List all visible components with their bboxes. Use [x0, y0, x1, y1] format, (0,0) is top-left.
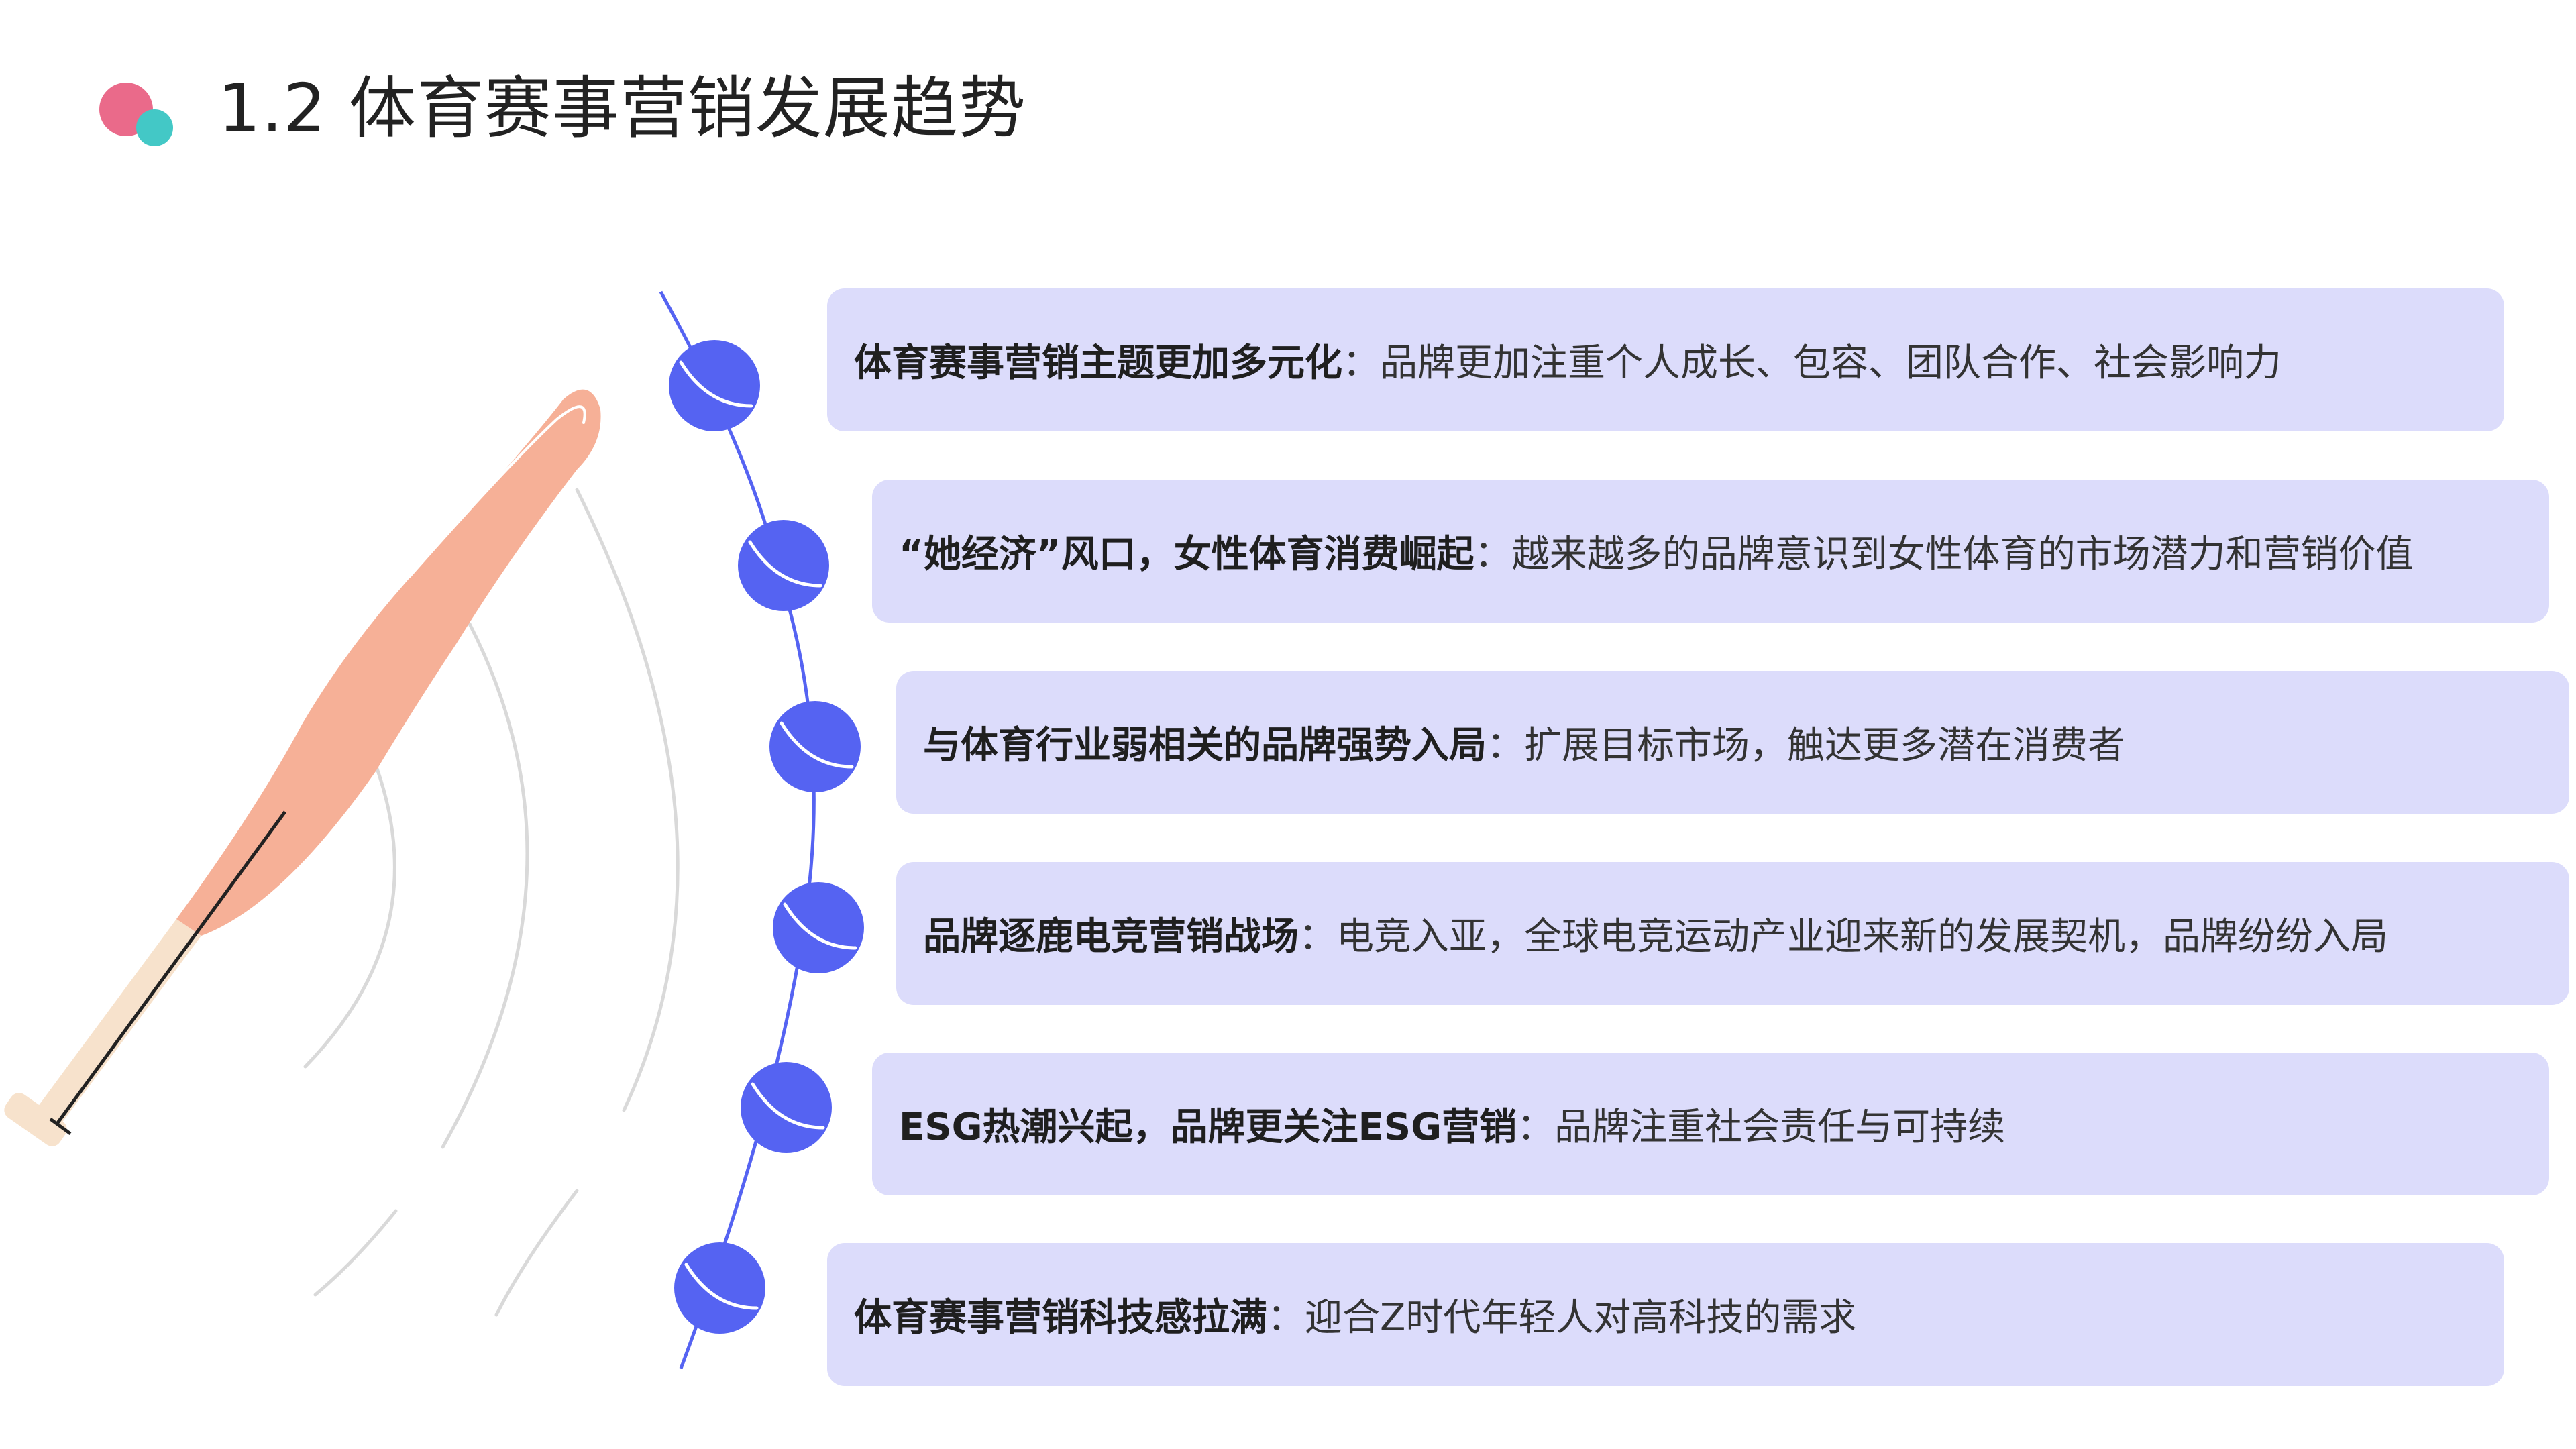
- trend-card: 体育赛事营销主题更加多元化：品牌更加注重个人成长、包容、团队合作、社会影响力: [827, 288, 2504, 431]
- bat-barrel: [176, 389, 601, 936]
- trend-card: 体育赛事营销科技感拉满 ：迎合Z时代年轻人对高科技的需求: [827, 1243, 2504, 1386]
- ball-icon: [669, 340, 760, 431]
- trend-heading: ESG热潮兴起，品牌更关注ESG营销: [899, 1106, 1517, 1149]
- trend-separator: ：: [1474, 533, 1512, 576]
- trend-description: 扩展目标市场，触达更多潜在消费者: [1524, 724, 2125, 767]
- trend-heading: 与体育行业弱相关的品牌强势入局: [923, 724, 1487, 767]
- swing-arc: [313, 1209, 398, 1297]
- bat-tick: [49, 1117, 72, 1136]
- trend-heading: 体育赛事营销主题更加多元化: [854, 341, 1342, 385]
- ball-icon: [674, 1242, 765, 1334]
- baseball-bat-icon: [4, 389, 601, 1146]
- trend-heading: 体育赛事营销科技感拉满: [854, 1296, 1267, 1340]
- swing-arcs: [303, 488, 680, 1317]
- trend-separator: ：: [1517, 1106, 1555, 1149]
- trend-separator: ：: [1342, 341, 1380, 385]
- trend-card: 与体育行业弱相关的品牌强势入局：扩展目标市场，触达更多潜在消费者: [896, 671, 2569, 814]
- ball-icon: [738, 520, 829, 611]
- swing-arc: [441, 622, 529, 1149]
- page-title: 1.2 体育赛事营销发展趋势: [218, 69, 1026, 148]
- trend-card: 品牌逐鹿电竞营销战场：电竞入亚，全球电竞运动产业迎来新的发展契机，品牌纷纷入局: [896, 862, 2569, 1005]
- swing-arc: [575, 488, 680, 1112]
- trend-description: 越来越多的品牌意识到女性体育的市场潜力和营销价值: [1511, 533, 2414, 576]
- trend-heading: “她经济”风口，女性体育消费崛起: [899, 533, 1474, 576]
- swing-arc: [303, 763, 396, 1069]
- trend-description: 品牌注重社会责任与可持续: [1554, 1106, 2006, 1149]
- trend-card: ESG热潮兴起，品牌更关注ESG营销：品牌注重社会责任与可持续: [872, 1053, 2549, 1195]
- bat-knob: [4, 1093, 67, 1146]
- trend-separator: ：: [1267, 1296, 1305, 1340]
- trend-separator: ：: [1299, 915, 1336, 959]
- ball-icon: [773, 882, 864, 973]
- ball-icon: [741, 1062, 832, 1153]
- ball-icon: [769, 701, 861, 792]
- teal-dot-icon: [136, 109, 173, 146]
- trend-description: 迎合Z时代年轻人对高科技的需求: [1305, 1296, 1857, 1340]
- trend-card: “她经济”风口，女性体育消费崛起：越来越多的品牌意识到女性体育的市场潜力和营销价…: [872, 480, 2549, 623]
- swing-arc: [494, 1189, 579, 1317]
- bat-grip: [30, 919, 201, 1134]
- bat-highlight: [408, 405, 586, 578]
- trend-heading: 品牌逐鹿电竞营销战场: [923, 915, 1299, 959]
- trend-separator: ：: [1487, 724, 1524, 767]
- timeline-curve: [659, 290, 816, 1369]
- bullet-balls: [669, 340, 864, 1334]
- bat-line: [55, 810, 287, 1125]
- trend-description: 电竞入亚，全球电竞运动产业迎来新的发展契机，品牌纷纷入局: [1336, 915, 2388, 959]
- trend-description: 品牌更加注重个人成长、包容、团队合作、社会影响力: [1380, 341, 2282, 385]
